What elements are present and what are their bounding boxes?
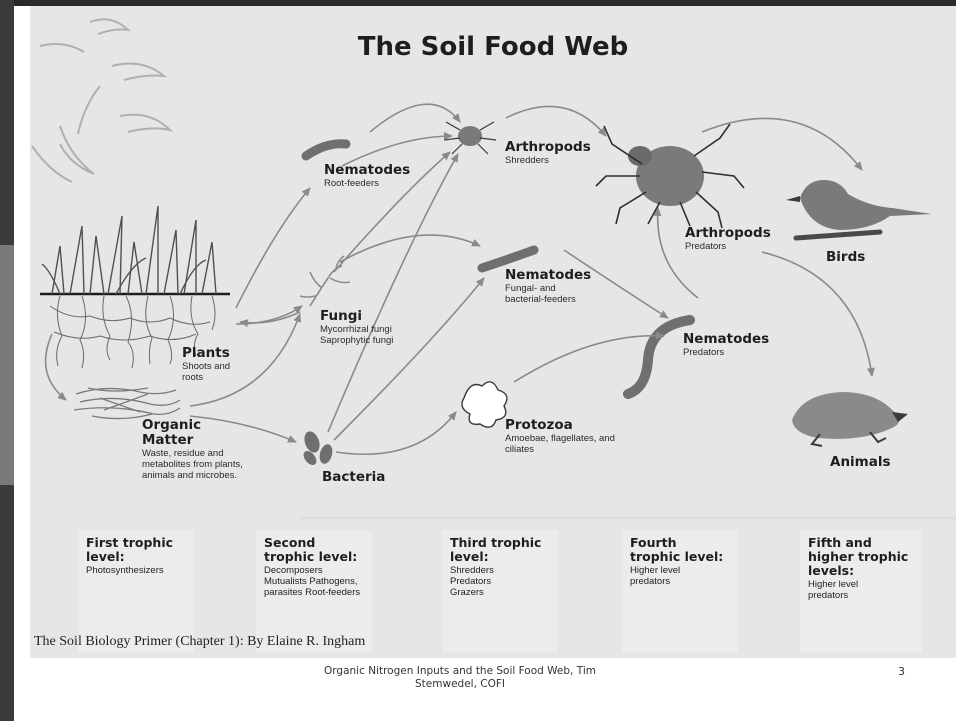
bird-icon [786, 180, 932, 238]
mite-icon [596, 124, 744, 228]
trophic-level-4-desc: Higher level predators [630, 565, 710, 587]
node-arthropods-shredders-name: Arthropods [505, 140, 615, 155]
arrow-fungi-to-plants [240, 312, 300, 323]
node-birds-name: Birds [826, 250, 906, 265]
node-nematodes-root-name: Nematodes [324, 163, 434, 178]
node-nematodes-fungal-bacterial-feeders: Nematodes Fungal- and bacterial-feeders [505, 268, 625, 305]
node-arthropods-shredders-desc: Shredders [505, 155, 615, 166]
nematode-icon [306, 144, 346, 156]
node-bacteria-name: Bacteria [322, 470, 432, 485]
trophic-level-4: Fourth trophic level: Higher level preda… [622, 530, 738, 652]
node-organic-matter-desc: Waste, residue and metabolites from plan… [142, 448, 246, 481]
node-organic-matter: Organic Matter Waste, residue and metabo… [142, 418, 246, 481]
source-citation: The Soil Biology Primer (Chapter 1): By … [34, 634, 365, 650]
arrow-plants-to-organic-matter [46, 334, 66, 400]
node-arthropods-predators-name: Arthropods [685, 226, 795, 241]
diagram-title: The Soil Food Web [30, 32, 956, 62]
trophic-level-3-desc: Shredders Predators Grazers [450, 565, 520, 598]
trophic-level-5: Fifth and higher trophic levels: Higher … [800, 530, 922, 652]
node-animals: Animals [830, 455, 920, 470]
trophic-level-5-title: Fifth and higher trophic levels: [808, 536, 914, 578]
trophic-level-1-desc: Photosynthesizers [86, 565, 186, 576]
slide-left-bar [0, 0, 14, 721]
node-nematodes-fungal-name: Nematodes [505, 268, 625, 283]
trophic-level-3: Third trophic level: Shredders Predators… [442, 530, 558, 652]
organic-matter-icon [74, 388, 180, 419]
trophic-level-4-title: Fourth trophic level: [630, 536, 730, 564]
node-nematodes-predators-desc: Predators [683, 347, 793, 358]
arrow-plants-to-root-nematodes [236, 188, 310, 308]
nematode-icon [628, 320, 690, 394]
node-bacteria: Bacteria [322, 470, 432, 485]
node-arthropods-shredders: Arthropods Shredders [505, 140, 615, 166]
trophic-level-2-title: Second trophic level: [264, 536, 364, 564]
trophic-level-3-title: Third trophic level: [450, 536, 550, 564]
arrow-predator-arthropods-to-birds [702, 118, 862, 170]
node-plants-desc: Shoots and roots [182, 361, 252, 383]
node-protozoa-desc: Amoebae, flagellates, and ciliates [505, 433, 621, 455]
node-nematodes-root-desc: Root-feeders [324, 178, 434, 189]
trophic-level-1-title: First trophic level: [86, 536, 186, 564]
arrow-to-shredders [370, 104, 460, 132]
mite-icon [444, 122, 496, 154]
trophic-level-2-desc: Decomposers Mutualists Pathogens, parasi… [264, 565, 364, 598]
slide-page-number: 3 [898, 665, 905, 678]
node-arthropods-predators: Arthropods Predators [685, 226, 795, 252]
trophic-level-5-desc: Higher level predators [808, 579, 888, 601]
node-nematodes-root-feeders: Nematodes Root-feeders [324, 163, 434, 189]
node-fungi: Fungi Mycorrhizal fungi Saprophytic fung… [320, 309, 430, 346]
node-animals-name: Animals [830, 455, 920, 470]
bacteria-icon [301, 429, 334, 467]
node-nematodes-predators: Nematodes Predators [683, 332, 793, 358]
food-web-figure: The Soil Food Web Plants Shoots and root… [30, 6, 956, 658]
grass-icon [42, 206, 216, 294]
node-protozoa: Protozoa Amoebae, flagellates, and cilia… [505, 418, 625, 455]
node-birds: Birds [826, 250, 906, 265]
node-plants: Plants Shoots and roots [182, 346, 292, 383]
protozoa-icon [462, 382, 507, 427]
arrow-bacteria-to-protozoa [336, 412, 456, 454]
node-organic-matter-name: Organic Matter [142, 418, 222, 448]
node-nematodes-fungal-desc: Fungal- and bacterial-feeders [505, 283, 595, 305]
slide-left-bar-accent [0, 245, 14, 485]
food-web-arrows [46, 104, 872, 454]
node-arthropods-predators-desc: Predators [685, 241, 795, 252]
nematode-icon [482, 250, 534, 268]
node-nematodes-predators-name: Nematodes [683, 332, 793, 347]
arrow-bacteria-to-shredders [328, 154, 458, 432]
node-fungi-name: Fungi [320, 309, 430, 324]
arrow-bacteria-to-nematodes [334, 278, 484, 440]
arrow-shredders-to-predator-arthropods [506, 106, 606, 136]
arrow-predator-nematodes-to-predator-arthropods [658, 208, 698, 298]
node-plants-name: Plants [182, 346, 292, 361]
mole-icon [792, 392, 908, 446]
node-fungi-desc: Mycorrhizal fungi Saprophytic fungi [320, 324, 410, 346]
slide-footer-caption: Organic Nitrogen Inputs and the Soil Foo… [310, 665, 610, 691]
node-protozoa-name: Protozoa [505, 418, 625, 433]
